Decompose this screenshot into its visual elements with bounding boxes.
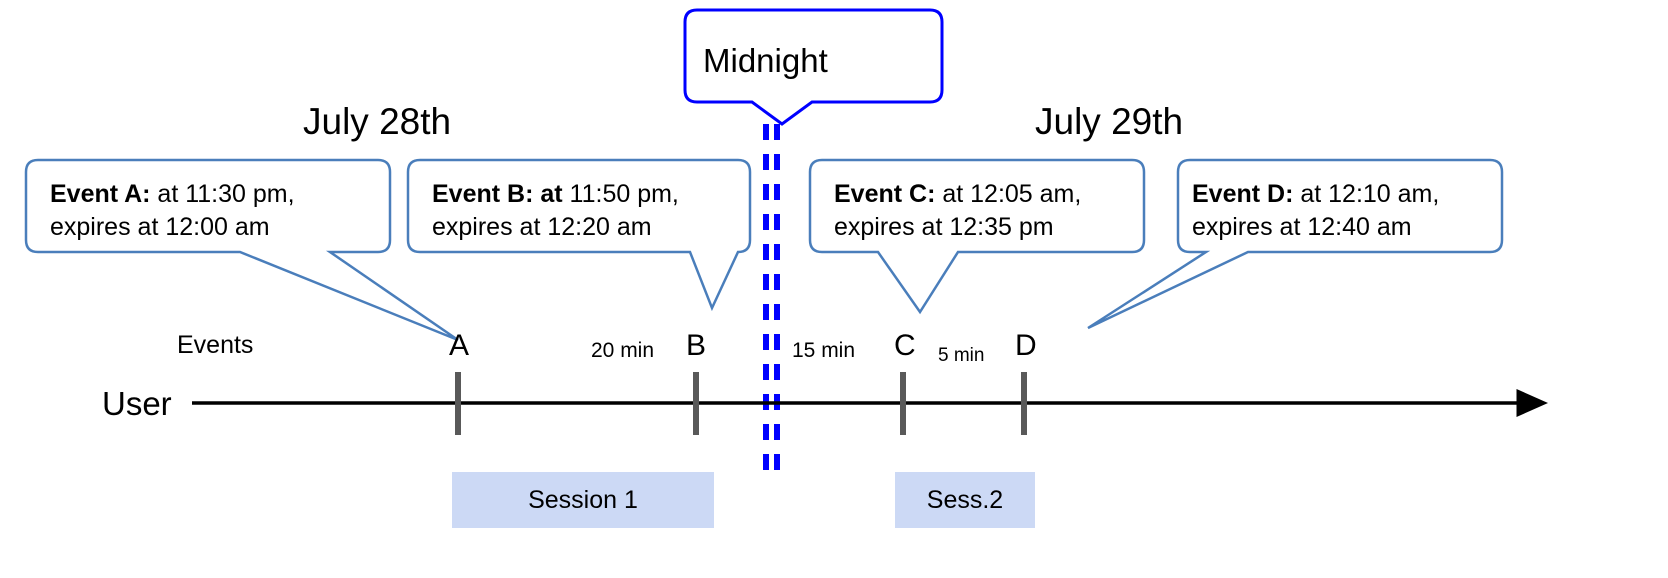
event-a-line1-rest: at 11:30 pm, xyxy=(150,180,295,208)
axis-tick-marks xyxy=(455,372,1027,435)
event-b-line2: expires at 12:20 am xyxy=(432,213,652,241)
event-a-bold: Event A: xyxy=(50,180,151,208)
event-d-callout-text: Event D: at 12:10 am, expires at 12:40 a… xyxy=(1192,178,1439,244)
event-b-line1-rest: 11:50 pm, xyxy=(562,180,679,208)
event-d-line2: expires at 12:40 am xyxy=(1192,213,1412,241)
event-c-line2: expires at 12:35 pm xyxy=(834,213,1054,241)
event-b-callout-text: Event B: at 11:50 pm, expires at 12:20 a… xyxy=(432,178,679,244)
event-b-bold: Event B: at xyxy=(432,180,563,208)
midnight-label: Midnight xyxy=(703,42,828,79)
event-c-callout-text: Event C: at 12:05 am, expires at 12:35 p… xyxy=(834,178,1081,244)
midnight-dashed-line xyxy=(763,124,780,480)
axis-row-label-user: User xyxy=(102,385,172,422)
axis-row-label-events: Events xyxy=(177,331,254,359)
marker-letter-a: A xyxy=(449,329,470,362)
session-box-2: Sess.2 xyxy=(895,472,1035,528)
interval-label-cd: 5 min xyxy=(938,345,985,366)
event-a-callout-text: Event A: at 11:30 pm, expires at 12:00 a… xyxy=(50,178,295,244)
date-label-right: July 29th xyxy=(1035,101,1184,142)
session-box-1: Session 1 xyxy=(452,472,714,528)
event-c-bold: Event C: xyxy=(834,180,936,208)
date-label-left: July 28th xyxy=(303,101,452,142)
session-box-2-label: Sess.2 xyxy=(926,485,1004,514)
event-a-line2: expires at 12:00 am xyxy=(50,213,270,241)
event-d-line1-rest: at 12:10 am, xyxy=(1293,180,1440,208)
session-box-1-label: Session 1 xyxy=(528,485,638,514)
marker-letter-c: C xyxy=(894,329,916,362)
event-c-line1-rest: at 12:05 am, xyxy=(935,180,1082,208)
marker-letter-d: D xyxy=(1015,329,1037,362)
event-d-bold: Event D: xyxy=(1192,180,1294,208)
marker-letter-b: B xyxy=(686,329,707,362)
interval-label-ab: 20 min xyxy=(591,339,655,362)
interval-label-bc: 15 min xyxy=(792,339,856,362)
